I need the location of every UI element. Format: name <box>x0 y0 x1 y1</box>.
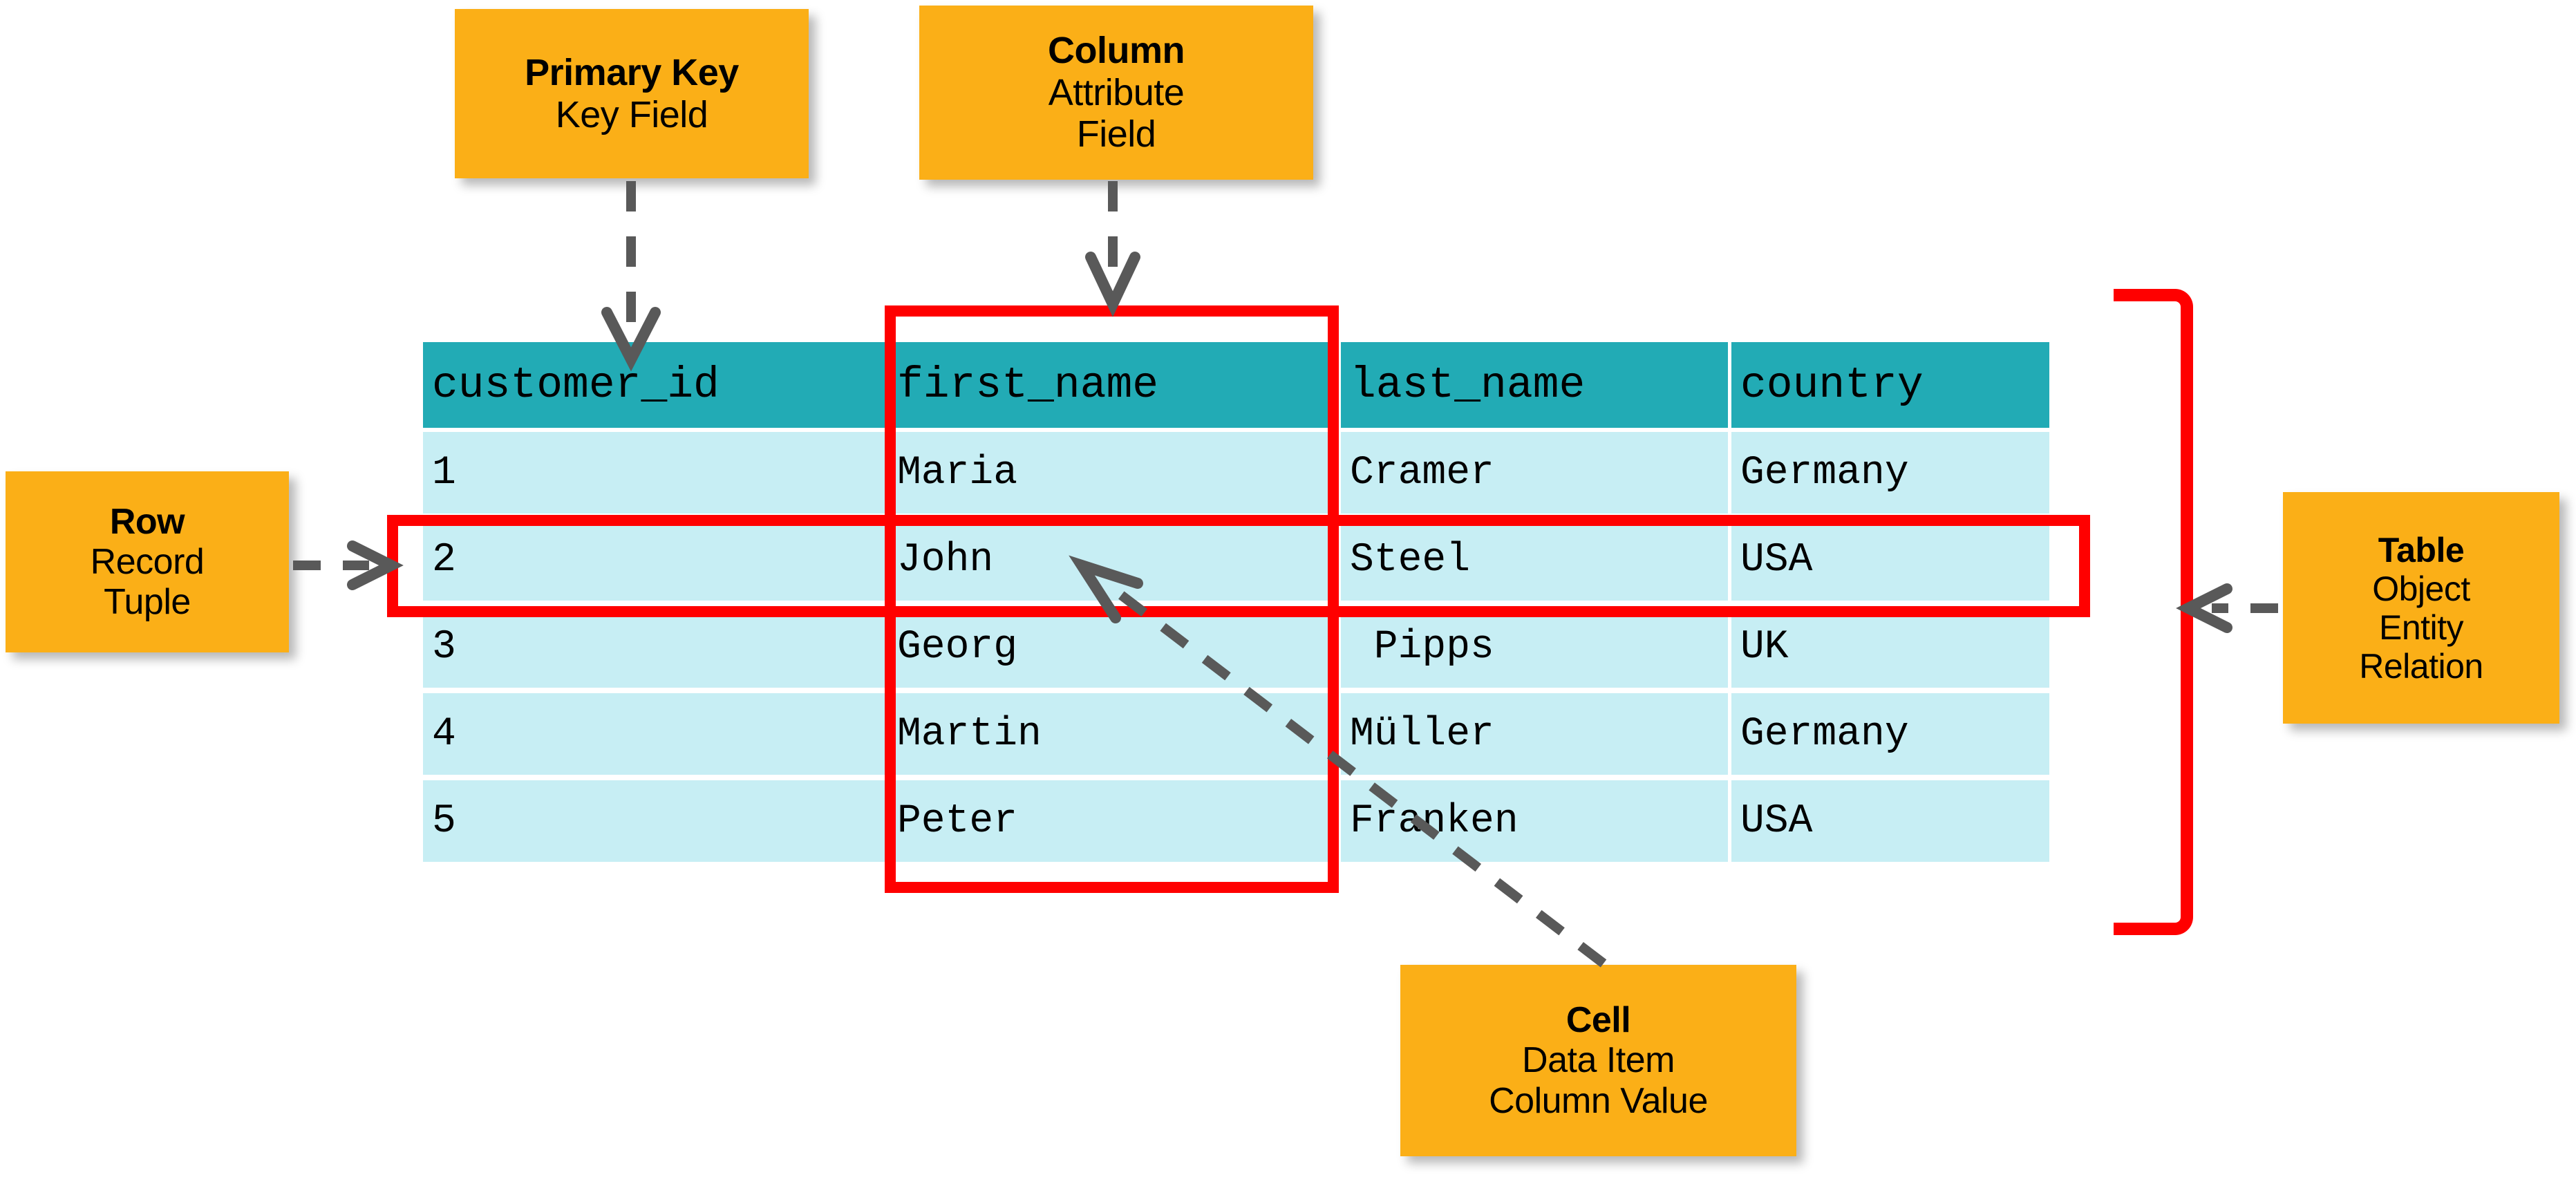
callout-primary-key: Primary Key Key Field <box>455 9 809 178</box>
row-highlight-box <box>387 515 2090 617</box>
cell-customer-id: 4 <box>423 693 885 775</box>
cell-last-name: Franken <box>1341 780 1728 862</box>
cell-customer-id: 1 <box>423 432 885 514</box>
callout-cell-line-1: Column Value <box>1489 1080 1708 1121</box>
cell-first-name: Maria <box>888 432 1337 514</box>
callout-table-line-1: Entity <box>2378 608 2464 647</box>
cell-country: USA <box>1731 519 2049 601</box>
callout-table-title: Table <box>2378 530 2465 569</box>
callout-primary-key-line-0: Key Field <box>555 93 708 135</box>
arrow-column <box>1085 181 1140 317</box>
table-bracket <box>2114 289 2193 935</box>
callout-primary-key-title: Primary Key <box>525 52 739 94</box>
callout-table-line-2: Relation <box>2359 646 2483 686</box>
column-header-customer-id: customer_id <box>423 342 885 428</box>
cell-last-name: Cramer <box>1341 432 1728 514</box>
cell-customer-id: 3 <box>423 606 885 688</box>
cell-country: Germany <box>1731 432 2049 514</box>
column-header-first-name: first_name <box>888 342 1337 428</box>
callout-column: Column Attribute Field <box>919 6 1313 180</box>
arrow-primary-key <box>601 181 661 372</box>
callout-row: Row Record Tuple <box>6 471 289 652</box>
cell-customer-id: 5 <box>423 780 885 862</box>
callout-column-line-0: Attribute <box>1048 71 1185 113</box>
cell-country: USA <box>1731 780 2049 862</box>
arrow-table <box>2176 583 2278 633</box>
callout-table: Table Object Entity Relation <box>2283 492 2559 724</box>
callout-table-line-0: Object <box>2372 569 2470 608</box>
callout-column-line-1: Field <box>1076 113 1156 156</box>
callout-cell-line-0: Data Item <box>1522 1040 1675 1081</box>
cell-last-name: Müller <box>1341 693 1728 775</box>
column-header-country: country <box>1731 342 2049 428</box>
callout-row-line-1: Tuple <box>104 582 191 623</box>
cell-last-name: Pipps <box>1341 606 1728 688</box>
cell-country: Germany <box>1731 693 2049 775</box>
callout-row-title: Row <box>109 501 185 542</box>
table-header-row: customer_id first_name last_name country <box>423 342 2049 428</box>
column-header-last-name: last_name <box>1341 342 1728 428</box>
cell-customer-id: 2 <box>423 519 885 601</box>
cell-country: UK <box>1731 606 2049 688</box>
callout-cell-title: Cell <box>1566 1000 1631 1041</box>
callout-column-title: Column <box>1048 30 1185 72</box>
table-row: 1 Maria Cramer Germany <box>423 432 2049 514</box>
callout-cell: Cell Data Item Column Value <box>1400 965 1796 1156</box>
arrow-row <box>293 540 404 590</box>
callout-row-line-0: Record <box>90 541 205 582</box>
